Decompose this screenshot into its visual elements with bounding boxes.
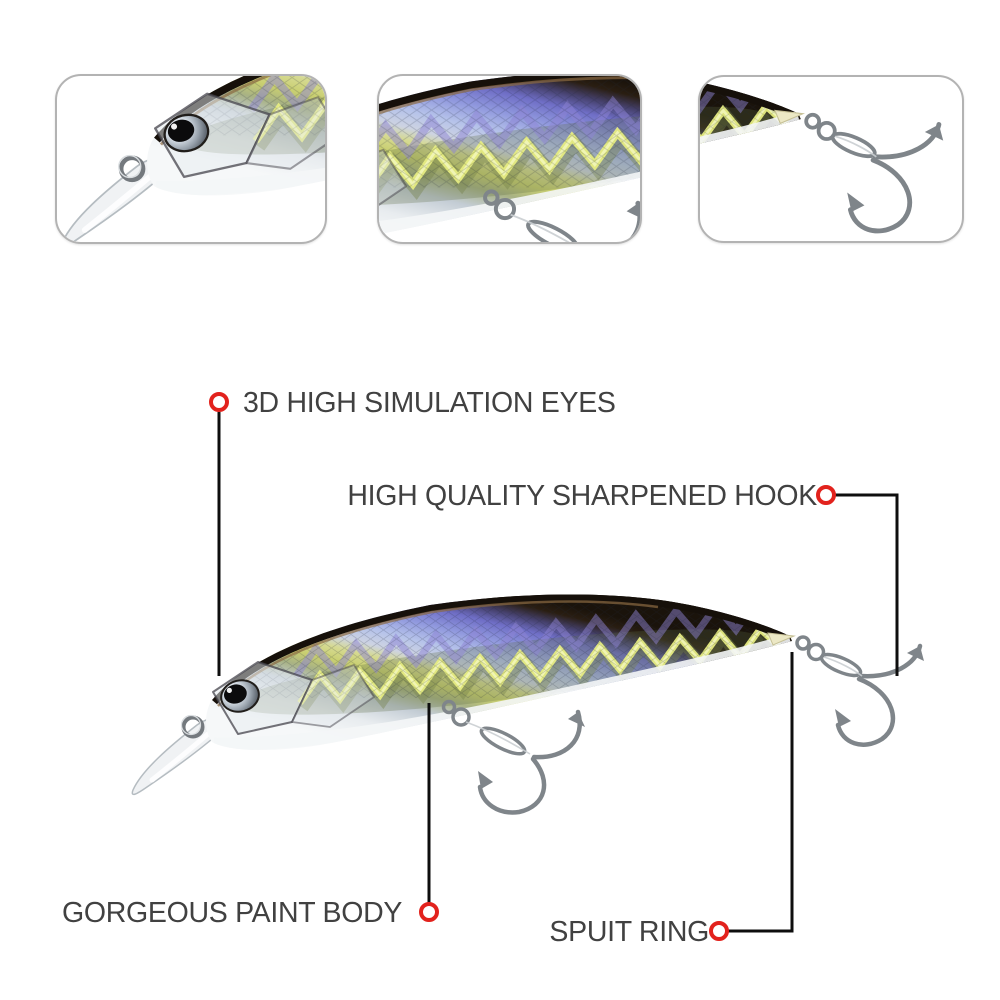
thumbnail-paint-body-closeup — [377, 74, 642, 244]
hook-callout-dot — [816, 485, 836, 505]
thumbnail-head-closeup — [55, 74, 327, 244]
spuit-ring-callout-line — [728, 652, 794, 933]
spuit-ring-callout-dot — [709, 921, 729, 941]
hook-callout-label: HIGH QUALITY SHARPENED HOOK — [347, 480, 817, 512]
spuit-ring-callout-label: SPUIT RING — [549, 916, 709, 948]
head-closeup-image — [57, 76, 325, 242]
paint-body-callout-label: GORGEOUS PAINT BODY — [62, 897, 403, 929]
paint-body-closeup-image — [379, 76, 640, 242]
thumbnail-tail-hook-closeup — [698, 75, 964, 243]
callout-lines — [217, 412, 899, 933]
eyes-callout-dot — [209, 392, 229, 412]
callout-dots — [209, 392, 836, 941]
hook-callout-line — [835, 493, 899, 676]
eyes-callout-label: 3D HIGH SIMULATION EYES — [243, 387, 616, 419]
paint-body-callout-dot — [419, 902, 439, 922]
tail-hook-closeup-image — [700, 77, 962, 241]
